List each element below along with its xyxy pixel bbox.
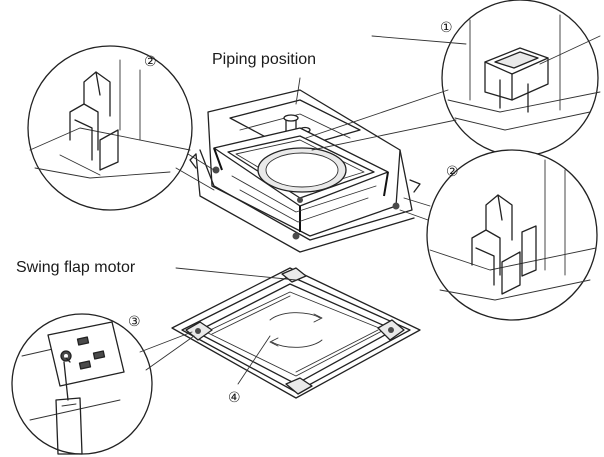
decoration-panel bbox=[171, 267, 421, 399]
callout-4-panel: ④ bbox=[228, 390, 241, 406]
callout-1-top-right: ① bbox=[440, 20, 453, 36]
leader-lines bbox=[139, 35, 601, 385]
cassette-unit-body bbox=[189, 89, 421, 253]
piping-position-label: Piping position bbox=[212, 51, 316, 68]
detail-circle-bottom-left bbox=[11, 313, 153, 455]
detail-circle-right bbox=[426, 149, 598, 321]
callout-2-right: ② bbox=[446, 164, 459, 180]
callout-2-top-left: ② bbox=[144, 54, 157, 70]
callout-3-bottom-left: ③ bbox=[128, 314, 141, 330]
detail-circle-top-left bbox=[27, 45, 193, 211]
detail-circle-top-right bbox=[441, 0, 601, 157]
swing-flap-motor-label: Swing flap motor bbox=[16, 259, 136, 276]
